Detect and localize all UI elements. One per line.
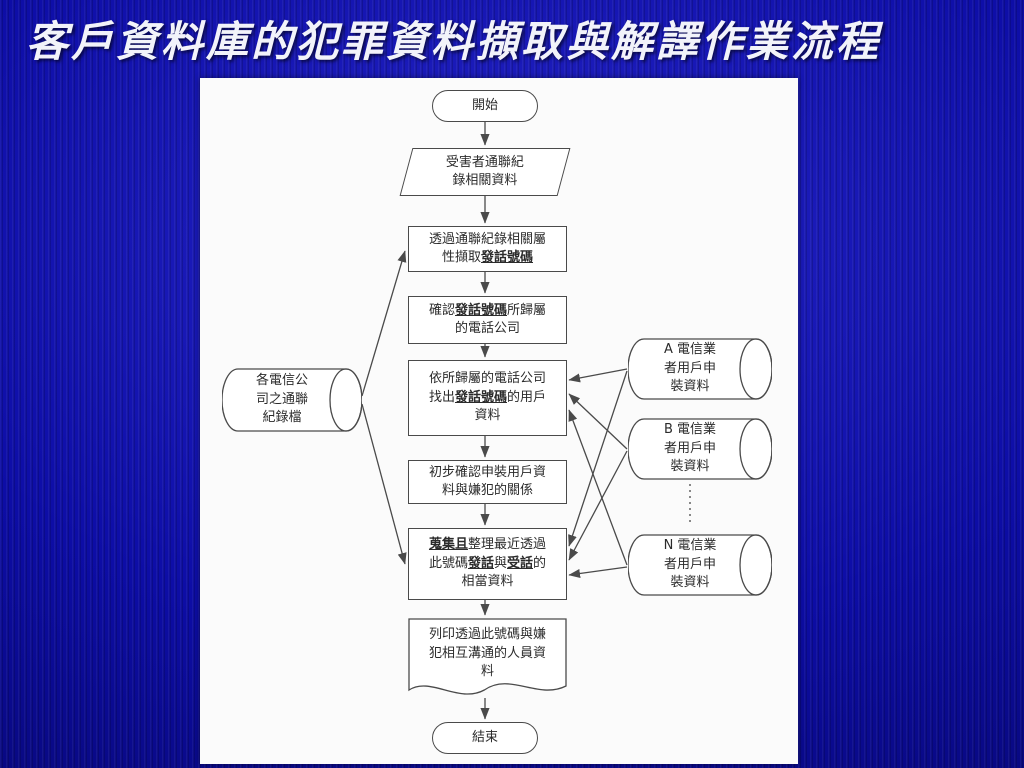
flowchart-node-label: 蒐集且整理最近透過此號碼發話與受話的相當資料: [428, 537, 547, 590]
flowchart-node-label: A 電信業者用戶申裝資料: [663, 342, 717, 395]
flowchart-node-label: 確認發話號碼所歸屬的電話公司: [428, 302, 547, 336]
cylinder-shape: [628, 418, 772, 480]
flowchart-node-label: 列印透過此號碼與嫌犯相互溝通的人員資料: [428, 627, 546, 680]
flowchart-node-start: 開始: [432, 90, 538, 122]
flowchart-node-label: 初步確認申裝用戶資料與嫌犯的關係: [428, 464, 546, 498]
flowchart-node-victim-records: 受害者通聯紀錄相關資料: [399, 148, 571, 196]
flowchart-arrow: [361, 250, 407, 397]
flowchart-node-find-subscriber-data: 依所歸屬的電話公司找出發話號碼的用戶資料: [408, 360, 567, 436]
cylinder-shape: [628, 338, 772, 400]
flowchart-node-confirm-relation-suspect: 初步確認申裝用戶資料與嫌犯的關係: [408, 460, 567, 504]
flowchart-arrow: [568, 450, 628, 561]
flowchart-arrow: [568, 393, 628, 450]
flowchart-node-telecom-a-subscriber-db: A 電信業者用戶申裝資料: [628, 338, 772, 400]
flowchart-node-telecom-b-subscriber-db: B 電信業者用戶申裝資料: [628, 418, 772, 480]
flowchart-node-label: 受害者通聯紀錄相關資料: [445, 154, 524, 188]
flowchart-node-extract-calling-number: 透過通聯紀錄相關屬性擷取發話號碼: [408, 226, 567, 272]
slide-title: 客戶資料庫的犯罪資料擷取與解譯作業流程: [26, 17, 882, 66]
cylinder-shape: [628, 534, 772, 596]
flowchart-node-label: N 電信業者用戶申裝資料: [663, 538, 717, 591]
flowchart-node-label: 結束: [471, 729, 498, 745]
flowchart-node-telecom-n-subscriber-db: N 電信業者用戶申裝資料: [628, 534, 772, 596]
flowchart-panel: 開始受害者通聯紀錄相關資料透過通聯紀錄相關屬性擷取發話號碼確認發話號碼所歸屬的電…: [200, 78, 798, 764]
cylinder-shape: [222, 368, 362, 432]
flowchart-node-label: 透過通聯紀錄相關屬性擷取發話號碼: [428, 231, 546, 265]
flowchart-node-end: 結束: [432, 722, 538, 754]
document-shape: [408, 618, 567, 695]
flowchart-connectors: [361, 122, 691, 720]
flowchart-arrow: [568, 368, 628, 383]
flowchart-arrow: [568, 409, 628, 566]
flowchart-arrow: [568, 566, 628, 578]
flowchart-node-label: B 電信業者用戶申裝資料: [663, 422, 717, 475]
flowchart-arrow: [568, 370, 628, 547]
flowchart-node-print-contact-persons: 列印透過此號碼與嫌犯相互溝通的人員資料: [408, 618, 567, 702]
flowchart-node-label: 開始: [471, 97, 498, 113]
flowchart-arrow: [361, 403, 407, 565]
flowchart-node-confirm-telephone-company: 確認發話號碼所歸屬的電話公司: [408, 296, 567, 344]
flowchart-node-collect-call-data: 蒐集且整理最近透過此號碼發話與受話的相當資料: [408, 528, 567, 600]
flowchart-node-telecom-call-record-db: 各電信公司之通聯紀錄檔: [222, 368, 362, 432]
flowchart-node-label: 各電信公司之通聯紀錄檔: [255, 373, 308, 426]
flowchart-node-label: 依所歸屬的電話公司找出發話號碼的用戶資料: [428, 371, 547, 424]
